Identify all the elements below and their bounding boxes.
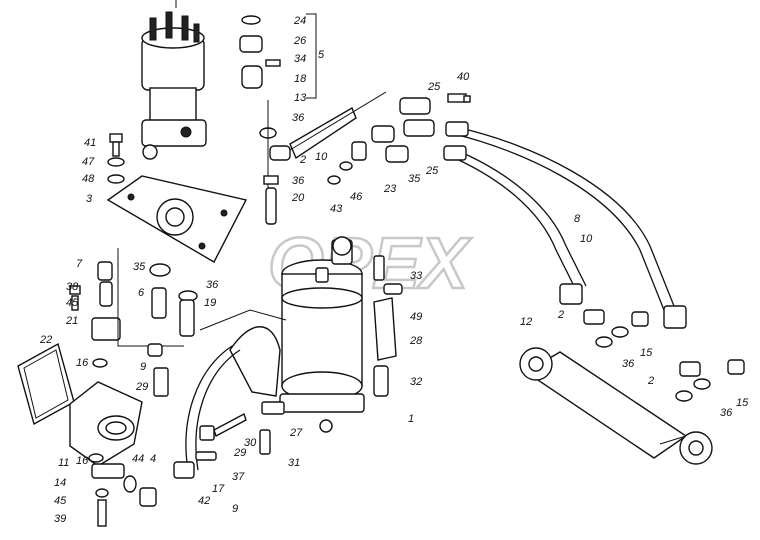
callout-16: 16 bbox=[76, 357, 89, 369]
callout-16: 16 bbox=[76, 455, 89, 467]
callout-7: 7 bbox=[76, 258, 83, 270]
callout-47: 47 bbox=[82, 156, 95, 168]
callout-12: 12 bbox=[520, 316, 532, 328]
hoses-right bbox=[443, 121, 687, 329]
callout-25: 25 bbox=[425, 165, 439, 177]
callout-18: 18 bbox=[294, 73, 307, 85]
callout-43: 43 bbox=[330, 203, 343, 215]
fitting-hose-top bbox=[259, 91, 387, 225]
callout-2: 2 bbox=[557, 309, 564, 321]
callout-30: 30 bbox=[244, 437, 257, 449]
callout-11: 11 bbox=[58, 457, 69, 469]
fittings-center-top bbox=[327, 93, 471, 185]
callout-45: 45 bbox=[54, 495, 67, 507]
callout-33: 33 bbox=[410, 270, 423, 282]
callout-46: 46 bbox=[350, 191, 363, 203]
callout-1: 1 bbox=[408, 413, 414, 425]
callout-29: 29 bbox=[233, 447, 246, 459]
callout-28: 28 bbox=[409, 335, 423, 347]
callout-3: 3 bbox=[86, 193, 93, 205]
callout-49: 49 bbox=[410, 311, 422, 323]
bolts-bottom-center bbox=[199, 412, 271, 455]
bolt-stack-left bbox=[107, 133, 125, 184]
callout-45: 45 bbox=[66, 297, 79, 309]
small-parts-left bbox=[88, 343, 169, 463]
callout-31: 31 bbox=[288, 457, 300, 469]
callout-36: 36 bbox=[292, 175, 305, 187]
pump-unit bbox=[141, 0, 207, 160]
callout-4: 4 bbox=[150, 453, 156, 465]
callout-27: 27 bbox=[289, 427, 303, 439]
callout-40: 40 bbox=[457, 71, 470, 83]
callout-13: 13 bbox=[294, 92, 307, 104]
callout-5: 5 bbox=[318, 49, 325, 61]
parts-bottom-left bbox=[91, 451, 217, 527]
callout-15: 15 bbox=[736, 397, 749, 409]
callout-25: 25 bbox=[427, 81, 441, 93]
fittings-right bbox=[583, 309, 745, 402]
callout-23: 23 bbox=[383, 183, 397, 195]
callout-36: 36 bbox=[206, 279, 219, 291]
filter-canister bbox=[279, 236, 365, 433]
callout-26: 26 bbox=[293, 35, 307, 47]
flange-plate bbox=[106, 175, 248, 263]
callout-10: 10 bbox=[315, 151, 328, 163]
gasket-plate bbox=[17, 342, 75, 426]
callout-8: 8 bbox=[574, 213, 581, 225]
callout-36: 36 bbox=[292, 112, 305, 124]
callout-14: 14 bbox=[54, 477, 66, 489]
housing-block bbox=[69, 381, 143, 467]
callout-10: 10 bbox=[580, 233, 593, 245]
callout-17: 17 bbox=[212, 483, 225, 495]
callout-19: 19 bbox=[204, 297, 216, 309]
callout-35: 35 bbox=[133, 261, 146, 273]
parts-center-right bbox=[373, 255, 403, 397]
callout-36: 36 bbox=[720, 407, 733, 419]
callout-2: 2 bbox=[299, 154, 306, 166]
callout-39: 39 bbox=[54, 513, 66, 525]
callout-9: 9 bbox=[232, 503, 238, 515]
callout-15: 15 bbox=[640, 347, 653, 359]
callout-6: 6 bbox=[138, 287, 145, 299]
callout-36: 36 bbox=[622, 358, 635, 370]
callout-29: 29 bbox=[135, 381, 148, 393]
callout-2: 2 bbox=[647, 375, 654, 387]
parts-left-column bbox=[69, 248, 198, 347]
callout-9: 9 bbox=[140, 361, 146, 373]
bracket-strap bbox=[199, 309, 287, 415]
callout-37: 37 bbox=[232, 471, 245, 483]
callout-32: 32 bbox=[410, 376, 422, 388]
callout-44: 44 bbox=[132, 453, 144, 465]
callout-48: 48 bbox=[82, 173, 95, 185]
callout-20: 20 bbox=[291, 192, 305, 204]
hydraulic-cylinder bbox=[519, 347, 713, 465]
callout-35: 35 bbox=[408, 173, 421, 185]
callout-38: 38 bbox=[66, 281, 79, 293]
callout-21: 21 bbox=[65, 315, 78, 327]
callout-41: 41 bbox=[84, 137, 96, 149]
small-parts-top bbox=[239, 13, 317, 99]
callout-22: 22 bbox=[39, 334, 52, 346]
callout-24: 24 bbox=[293, 15, 306, 27]
callout-34: 34 bbox=[294, 53, 306, 65]
callout-42: 42 bbox=[198, 495, 210, 507]
